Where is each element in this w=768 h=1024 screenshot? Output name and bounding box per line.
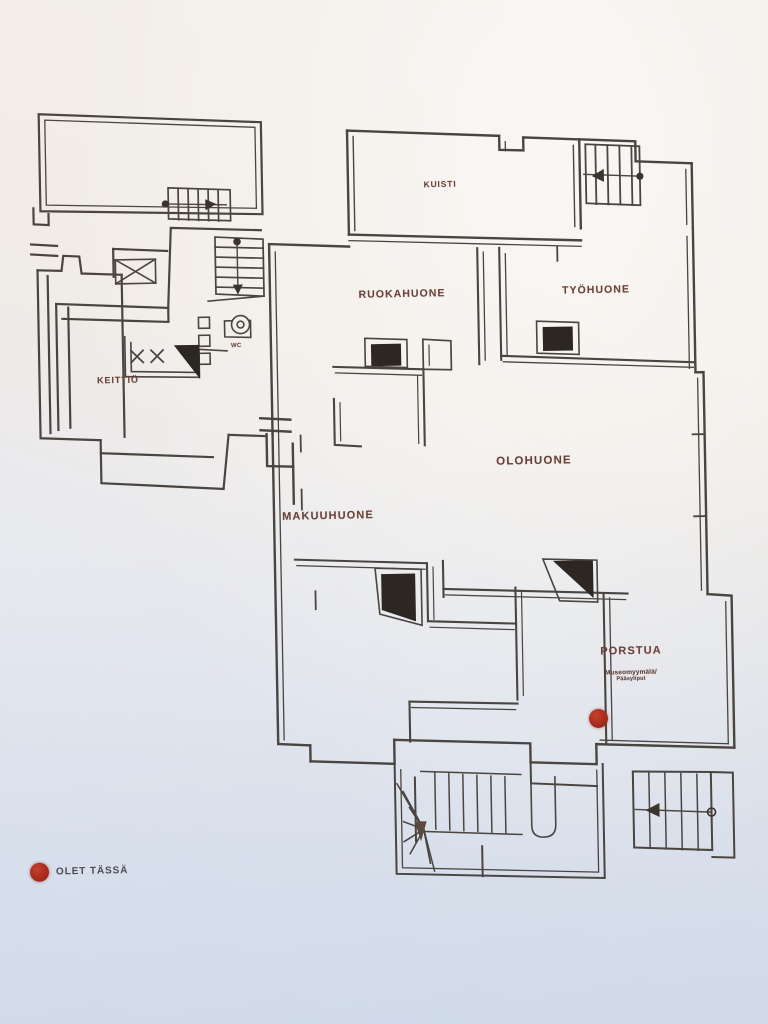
room-label-ruokahuone: RUOKAHUONE [358, 287, 446, 301]
you-are-here-marker [589, 709, 608, 728]
legend-marker-icon [29, 862, 50, 882]
room-label-kuisti: KUISTI [423, 178, 457, 190]
room-label-olohuone: OLOHUONE [496, 454, 572, 468]
room-label-tyohuone: TYÖHUONE [561, 283, 631, 297]
porstua-sublabel-line2: Pääsyliput [616, 675, 646, 683]
room-label-makuuhuone: MAKUUHUONE [282, 509, 374, 523]
room-label-porstua: PORSTUA [600, 644, 662, 658]
room-label-keittio: KEITTIÖ [97, 374, 139, 386]
legend-label: OLET TÄSSÄ [55, 865, 129, 878]
room-label-wc: WC [230, 342, 242, 350]
porstua-sublabel: Museomyymälä/ Pääsyliput [605, 669, 657, 683]
legend: OLET TÄSSÄ [29, 861, 129, 882]
